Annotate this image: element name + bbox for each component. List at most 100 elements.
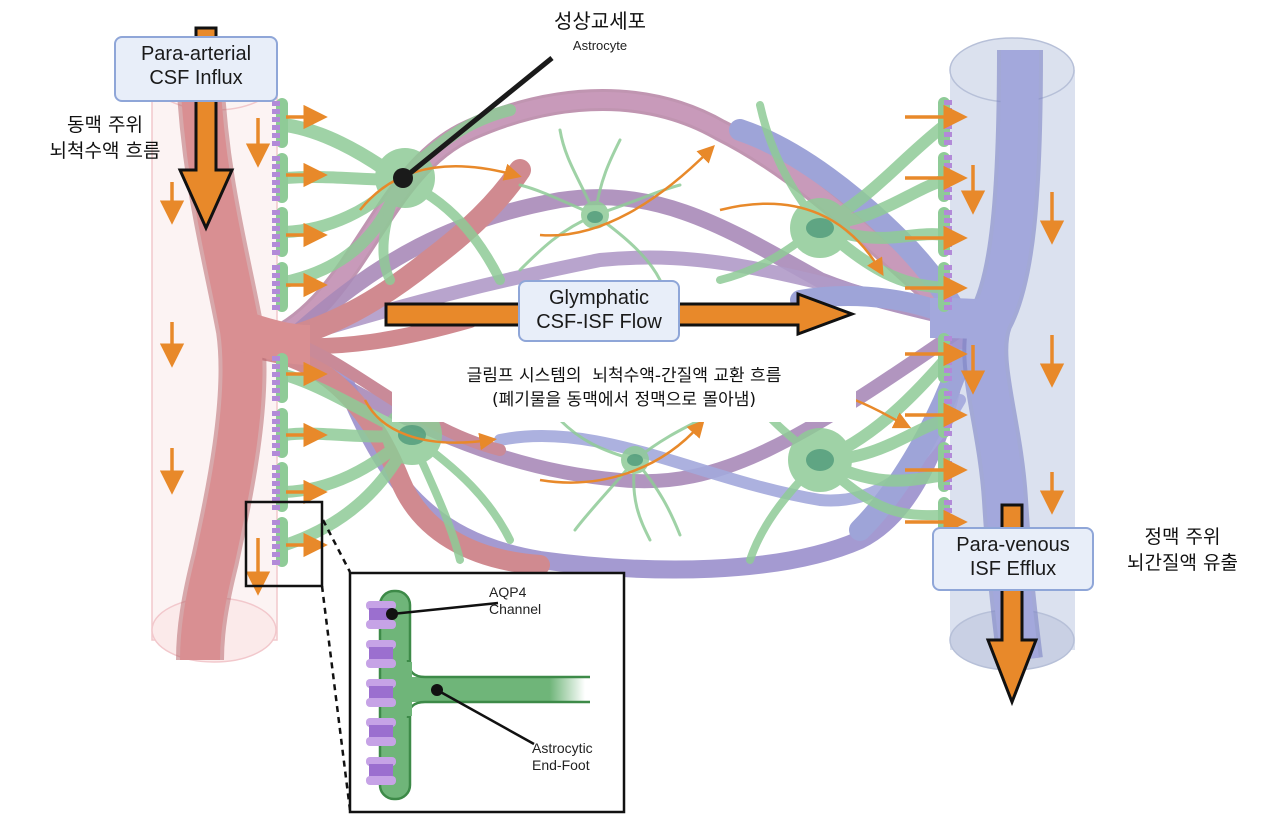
aqp4-channel-mark xyxy=(272,419,280,424)
aqp4-channel-mark xyxy=(944,242,952,247)
aqp4-channel-mark xyxy=(272,250,280,255)
glymphatic-line2: CSF-ISF Flow xyxy=(536,311,662,333)
glymphatic-line1: Glymphatic xyxy=(548,287,650,309)
aqp4-channel-mark xyxy=(272,172,280,177)
aqp4-channel-mark xyxy=(272,396,280,401)
aqp4-channel-mark xyxy=(272,443,280,448)
aqp4-channel-mark xyxy=(944,250,952,255)
aqp4-channel-mark xyxy=(944,132,952,137)
aqp4-channel-mark xyxy=(272,101,280,106)
zoom-region-box xyxy=(244,500,352,811)
aqp4-channel-mark xyxy=(944,431,952,436)
aqp4-channel-mark xyxy=(944,124,952,129)
aqp4-channel-mark xyxy=(944,281,952,286)
aqp4-channel-mark xyxy=(944,226,952,231)
aqp4-channel-mark xyxy=(272,164,280,169)
para-venous-line1: Para-venous xyxy=(956,534,1070,556)
aqp4-channel-mark xyxy=(944,461,952,466)
aqp4-channel-mark xyxy=(272,388,280,393)
aqp4-channel-mark xyxy=(272,489,280,494)
aqp4-channel-mark xyxy=(272,196,280,201)
aqp4-channel-mark xyxy=(944,273,952,278)
aqp4-channel-mark xyxy=(272,188,280,193)
aqp4-channel-mark xyxy=(272,117,280,122)
aqp4-channel-mark xyxy=(272,297,280,302)
aqp4-channel-mark xyxy=(944,187,952,192)
aqp4-channel-mark xyxy=(272,435,280,440)
aqp4-label: AQP4 Channel xyxy=(489,584,541,618)
aqp4-channel-mark xyxy=(272,180,280,185)
aqp4-channel-mark xyxy=(944,423,952,428)
astrocyte-english-label: Astrocyte xyxy=(572,38,628,53)
aqp4-line1: AQP4 xyxy=(489,584,527,600)
aqp4-channel-mark xyxy=(944,399,952,404)
astrocyte-nuclei xyxy=(398,211,834,471)
aqp4-channel-mark xyxy=(272,125,280,130)
aqp4-channel-mark xyxy=(272,528,280,533)
aqp4-channel-mark xyxy=(272,505,280,510)
aqp4-channel-mark xyxy=(272,544,280,549)
curved-flow-arrow xyxy=(359,163,522,211)
aqp4-channel-mark xyxy=(944,477,952,482)
arterial-ko-line2: 뇌척수액 흐름 xyxy=(49,140,161,162)
arterial-endfeet xyxy=(272,98,288,567)
curved-flow-arrow xyxy=(539,419,705,484)
aqp4-channel-mark xyxy=(944,391,952,396)
aqp4-channels xyxy=(366,601,396,785)
aqp4-channel-mark xyxy=(272,141,280,146)
aqp4-channel-mark xyxy=(944,407,952,412)
para-venous-line2: ISF Efflux xyxy=(969,558,1057,580)
endfoot-label: Astrocytic End-Foot xyxy=(532,740,593,774)
aqp4-channel-mark xyxy=(272,451,280,456)
aqp4-channel-mark xyxy=(272,560,280,565)
para-arterial-line2: CSF Influx xyxy=(149,67,243,89)
glymphatic-ko-line1: 글림프 시스템의 뇌척수액-간질액 교환 흐름 xyxy=(466,366,782,386)
curved-flow-arrow xyxy=(363,399,497,451)
endfoot-line1: Astrocytic xyxy=(532,740,593,756)
glymphatic-ko-line2: (폐기물을 동맥에서 정맥으로 몰아냄) xyxy=(491,390,757,410)
aqp4-channel-mark xyxy=(272,356,280,361)
aqp4-channel-mark xyxy=(272,305,280,310)
aqp4-channel-mark xyxy=(944,210,952,215)
aqp4-channel-mark xyxy=(272,265,280,270)
aqp4-channel xyxy=(366,640,396,668)
aqp4-channel-mark xyxy=(272,372,280,377)
aqp4-channel-mark xyxy=(272,226,280,231)
aqp4-channel-mark xyxy=(272,497,280,502)
aqp4-channel-mark xyxy=(272,156,280,161)
aqp4-channel-mark xyxy=(944,500,952,505)
aqp4-channel-mark xyxy=(944,218,952,223)
aqp4-channel-mark xyxy=(272,242,280,247)
inset-panel xyxy=(348,571,626,814)
astrocyte-korean-label: 성상교세포 xyxy=(554,9,646,33)
aqp4-channel-mark xyxy=(272,234,280,239)
aqp4-channel xyxy=(366,718,396,746)
astrocyte-pointer xyxy=(393,56,554,188)
curved-flow-arrow xyxy=(539,145,715,237)
aqp4-line2: Channel xyxy=(489,601,542,617)
aqp4-channel-mark xyxy=(272,289,280,294)
para-venous-label: Para-venous ISF Efflux xyxy=(932,527,1094,591)
aqp4-channel-mark xyxy=(944,360,952,365)
arterial-korean-label: 동맥 주위 뇌척수액 흐름 xyxy=(20,112,190,164)
aqp4-channel-mark xyxy=(944,344,952,349)
aqp4-channel-mark xyxy=(944,485,952,490)
aqp4-channel-mark xyxy=(944,171,952,176)
aqp4-channel-mark xyxy=(944,376,952,381)
aqp4-channel-mark xyxy=(272,411,280,416)
aqp4-channel-mark xyxy=(272,133,280,138)
venous-ko-line2: 뇌간질액 유출 xyxy=(1127,552,1238,574)
aqp4-channel-mark xyxy=(272,281,280,286)
parenchyma-flow-arrows xyxy=(359,145,912,484)
aqp4-channel-mark xyxy=(944,108,952,113)
aqp4-channel-mark xyxy=(272,109,280,114)
para-arterial-line1: Para-arterial xyxy=(140,43,252,65)
aqp4-channel-mark xyxy=(944,305,952,310)
aqp4-channel-mark xyxy=(944,195,952,200)
aqp4-channel xyxy=(366,601,396,629)
aqp4-channel-mark xyxy=(272,520,280,525)
aqp4-channel-mark xyxy=(944,445,952,450)
flow-arrows xyxy=(159,104,1065,596)
venous-korean-label: 정맥 주위 뇌간질액 유출 xyxy=(1100,524,1265,576)
